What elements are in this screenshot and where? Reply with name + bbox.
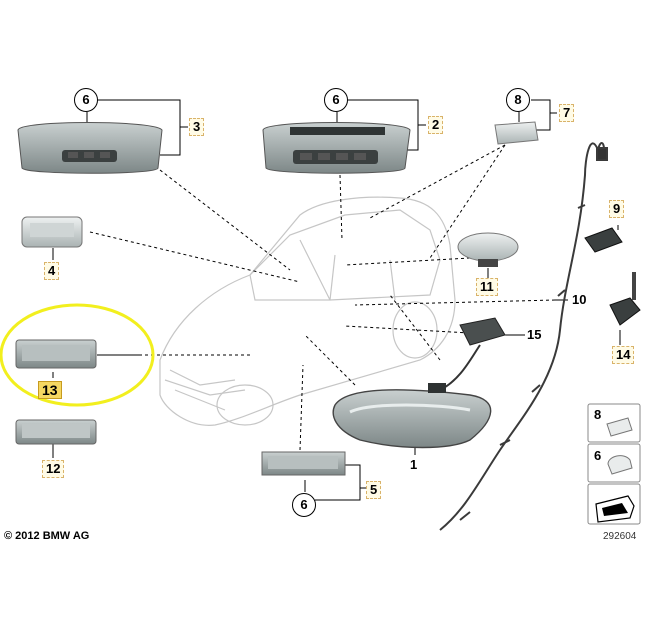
callout-12: 12 (42, 460, 65, 478)
callout-14: 14 (612, 346, 635, 364)
legend-label-8: 8 (594, 407, 602, 422)
callout-10: 10 (572, 292, 587, 307)
callout-1: 1 (410, 457, 418, 472)
bulb-6-icon (607, 455, 633, 475)
reference-lines (52, 99, 621, 501)
part-1-turn-signal[interactable] (332, 389, 492, 449)
part-10-wiring-harness[interactable] (439, 142, 608, 531)
callout-7: 7 (559, 104, 575, 122)
part-3-front-interior-light[interactable] (17, 122, 163, 174)
car-outline (159, 196, 456, 426)
callout-2: 2 (428, 116, 444, 134)
part-14-sensor[interactable] (609, 272, 641, 326)
legend-label-6: 6 (594, 448, 602, 463)
part-4-light[interactable] (21, 216, 83, 248)
highlight-ring (0, 303, 155, 407)
callout-6-a: 6 (74, 88, 98, 112)
copyright-text: © 2012 BMW AG (4, 530, 90, 542)
part-11-light[interactable] (457, 232, 519, 267)
callout-4: 4 (44, 262, 60, 280)
callout-11: 11 (476, 278, 498, 296)
callout-13[interactable]: 13 (38, 381, 62, 399)
part-2-front-interior-light[interactable] (262, 122, 411, 174)
bulb-8-icon (606, 417, 633, 437)
callout-6-c: 6 (292, 493, 316, 517)
part-7-interior-light[interactable] (494, 121, 539, 145)
part-13-light[interactable] (15, 339, 97, 369)
callout-3: 3 (189, 118, 205, 136)
part-5-light[interactable] (261, 451, 346, 476)
callout-15: 15 (527, 327, 542, 342)
part-12-light[interactable] (15, 419, 97, 445)
part-15-sensor[interactable] (428, 317, 506, 393)
callout-5: 5 (366, 481, 382, 499)
callout-6-b: 6 (324, 88, 348, 112)
drawing-number: 292604 (603, 531, 637, 542)
part-9-connector[interactable] (584, 227, 623, 253)
callout-8: 8 (506, 88, 530, 112)
bulb-legend (587, 403, 641, 525)
callout-9: 9 (609, 200, 625, 218)
